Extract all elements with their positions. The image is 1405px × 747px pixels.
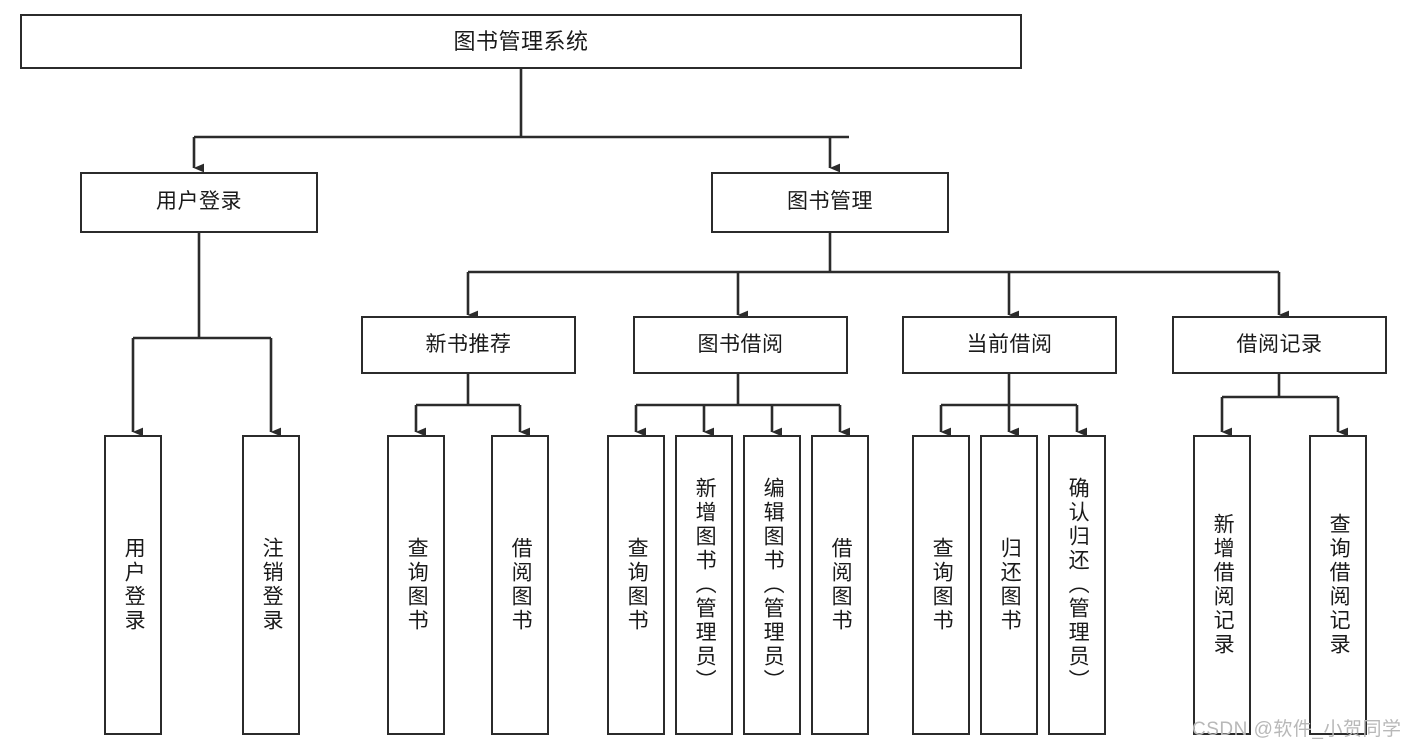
node-borrow-records[interactable]: 借阅记录 — [1172, 316, 1387, 374]
leaf-current-return-book-label: 归还图书 — [998, 537, 1022, 633]
node-book-borrow-label: 图书借阅 — [697, 332, 784, 356]
leaf-new-books-borrow[interactable]: 借阅图书 — [491, 435, 549, 735]
leaf-records-query-record[interactable]: 查询借阅记录 — [1309, 435, 1367, 735]
node-book-management[interactable]: 图书管理 — [711, 172, 949, 233]
node-root-book-management-system[interactable]: 图书管理系统 — [20, 14, 1022, 69]
leaf-borrow-add-book-admin-label: 新增图书（管理员） — [693, 477, 717, 693]
leaf-user-login-signout[interactable]: 注销登录 — [242, 435, 300, 735]
leaf-user-login-signin-label: 用户登录 — [122, 537, 146, 633]
leaf-borrow-edit-book-admin[interactable]: 编辑图书（管理员） — [743, 435, 801, 735]
leaf-borrow-borrow-book-label: 借阅图书 — [829, 537, 853, 633]
node-book-borrow[interactable]: 图书借阅 — [633, 316, 848, 374]
leaf-records-query-record-label: 查询借阅记录 — [1327, 513, 1351, 657]
leaf-current-confirm-return-admin[interactable]: 确认归还（管理员） — [1048, 435, 1106, 735]
node-book-management-label: 图书管理 — [787, 190, 873, 214]
leaf-current-confirm-return-admin-label: 确认归还（管理员） — [1066, 477, 1090, 693]
node-new-book-recommend[interactable]: 新书推荐 — [361, 316, 576, 374]
leaf-user-login-signin[interactable]: 用户登录 — [104, 435, 162, 735]
leaf-borrow-query-book-label: 查询图书 — [625, 537, 649, 633]
leaf-user-login-signout-label: 注销登录 — [260, 537, 284, 633]
leaf-records-add-record[interactable]: 新增借阅记录 — [1193, 435, 1251, 735]
node-root-label: 图书管理系统 — [453, 28, 589, 54]
leaf-borrow-edit-book-admin-label: 编辑图书（管理员） — [761, 477, 785, 693]
leaf-records-add-record-label: 新增借阅记录 — [1211, 513, 1235, 657]
leaf-borrow-borrow-book[interactable]: 借阅图书 — [811, 435, 869, 735]
node-borrow-records-label: 借阅记录 — [1236, 332, 1323, 356]
leaf-new-books-query[interactable]: 查询图书 — [387, 435, 445, 735]
leaf-new-books-borrow-label: 借阅图书 — [509, 537, 533, 633]
node-new-book-recommend-label: 新书推荐 — [425, 332, 512, 356]
node-user-login-label: 用户登录 — [156, 190, 242, 214]
leaf-current-query-book-label: 查询图书 — [930, 537, 954, 633]
leaf-borrow-add-book-admin[interactable]: 新增图书（管理员） — [675, 435, 733, 735]
node-current-borrow-label: 当前借阅 — [966, 332, 1053, 356]
node-current-borrow[interactable]: 当前借阅 — [902, 316, 1117, 374]
leaf-current-return-book[interactable]: 归还图书 — [980, 435, 1038, 735]
leaf-borrow-query-book[interactable]: 查询图书 — [607, 435, 665, 735]
leaf-current-query-book[interactable]: 查询图书 — [912, 435, 970, 735]
leaf-new-books-query-label: 查询图书 — [405, 537, 429, 633]
node-user-login[interactable]: 用户登录 — [80, 172, 318, 233]
